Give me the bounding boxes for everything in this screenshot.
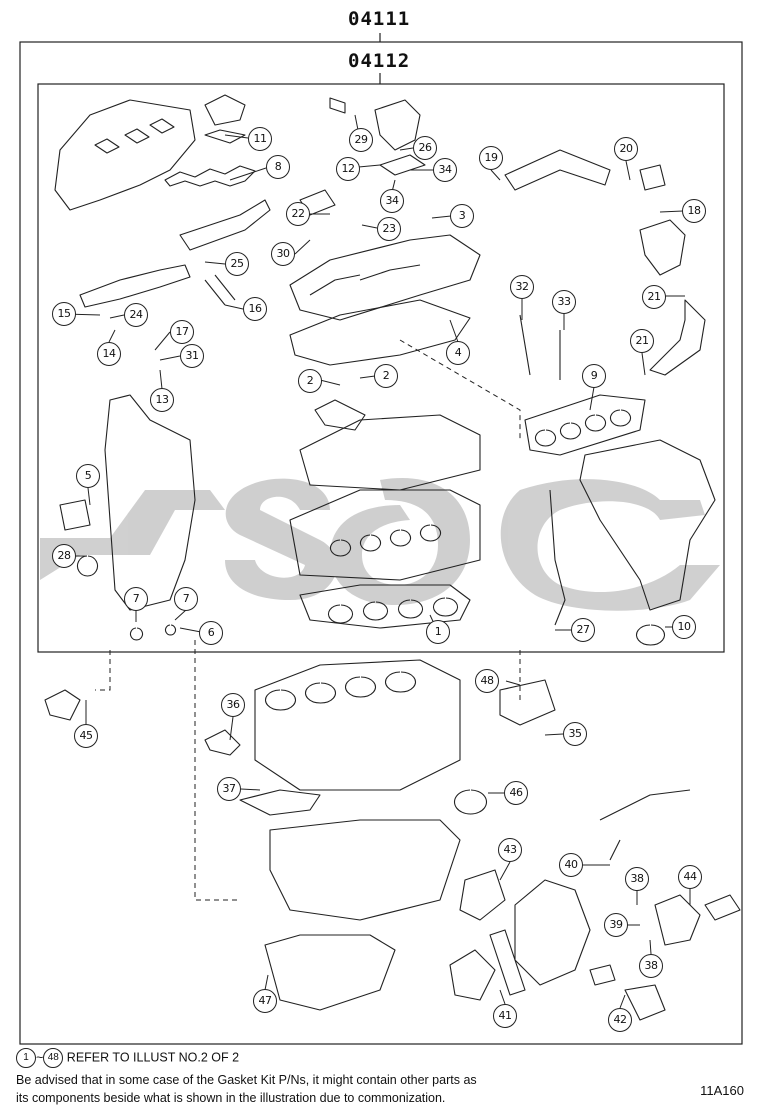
refer-note: 1~48 REFER TO ILLUST NO.2 OF 2	[16, 1048, 239, 1068]
range-start-callout: 1	[16, 1048, 36, 1068]
callout-43[interactable]: 43	[498, 838, 522, 862]
callout-36[interactable]: 36	[221, 693, 245, 717]
callout-21[interactable]: 21	[642, 285, 666, 309]
callout-38[interactable]: 38	[625, 867, 649, 891]
callout-22[interactable]: 22	[286, 202, 310, 226]
inner-kit-number: 04112	[348, 50, 411, 72]
callout-34[interactable]: 34	[433, 158, 457, 182]
callout-16[interactable]: 16	[243, 297, 267, 321]
callout-41[interactable]: 41	[493, 1004, 517, 1028]
callout-12[interactable]: 12	[336, 157, 360, 181]
callout-45[interactable]: 45	[74, 724, 98, 748]
callout-7[interactable]: 7	[124, 587, 148, 611]
dashed-reference-lines	[95, 339, 521, 901]
callout-13[interactable]: 13	[150, 388, 174, 412]
callout-2[interactable]: 2	[374, 364, 398, 388]
callout-26[interactable]: 26	[413, 136, 437, 160]
callout-39[interactable]: 39	[604, 913, 628, 937]
callout-25[interactable]: 25	[225, 252, 249, 276]
callout-1[interactable]: 1	[426, 620, 450, 644]
callout-35[interactable]: 35	[563, 722, 587, 746]
callout-37[interactable]: 37	[217, 777, 241, 801]
range-end-callout: 48	[43, 1048, 64, 1068]
callout-5[interactable]: 5	[76, 464, 100, 488]
callout-31[interactable]: 31	[180, 344, 204, 368]
callout-6[interactable]: 6	[199, 621, 223, 645]
callout-47[interactable]: 47	[253, 989, 277, 1013]
callout-38[interactable]: 38	[639, 954, 663, 978]
callout-9[interactable]: 9	[582, 364, 606, 388]
callout-4[interactable]: 4	[446, 341, 470, 365]
callout-24[interactable]: 24	[124, 303, 148, 327]
callout-27[interactable]: 27	[571, 618, 595, 642]
callout-46[interactable]: 46	[504, 781, 528, 805]
callout-42[interactable]: 42	[608, 1008, 632, 1032]
illustration-code: 11A160	[700, 1083, 744, 1098]
callout-40[interactable]: 40	[559, 853, 583, 877]
callout-19[interactable]: 19	[479, 146, 503, 170]
advice-line-2: its components beside what is shown in t…	[16, 1091, 446, 1105]
callout-30[interactable]: 30	[271, 242, 295, 266]
callout-7[interactable]: 7	[174, 587, 198, 611]
callout-20[interactable]: 20	[614, 137, 638, 161]
callout-48[interactable]: 48	[475, 669, 499, 693]
advice-line-1: Be advised that in some case of the Gask…	[16, 1073, 477, 1087]
callout-8[interactable]: 8	[266, 155, 290, 179]
callout-33[interactable]: 33	[552, 290, 576, 314]
diagram-frames	[19, 33, 743, 1045]
callout-14[interactable]: 14	[97, 342, 121, 366]
watermark-logo	[40, 478, 720, 611]
callout-11[interactable]: 11	[248, 127, 272, 151]
callout-15[interactable]: 15	[52, 302, 76, 326]
callout-10[interactable]: 10	[672, 615, 696, 639]
callout-29[interactable]: 29	[349, 128, 373, 152]
part-outlines	[44, 94, 741, 1021]
callout-21[interactable]: 21	[630, 329, 654, 353]
callout-17[interactable]: 17	[170, 320, 194, 344]
callout-2[interactable]: 2	[298, 369, 322, 393]
range-tilde: ~	[36, 1050, 44, 1065]
callout-18[interactable]: 18	[682, 199, 706, 223]
callout-23[interactable]: 23	[377, 217, 401, 241]
callout-44[interactable]: 44	[678, 865, 702, 889]
outer-kit-number: 04111	[348, 8, 411, 30]
callout-3[interactable]: 3	[450, 204, 474, 228]
callout-34[interactable]: 34	[380, 189, 404, 213]
callout-28[interactable]: 28	[52, 544, 76, 568]
leader-lines	[63, 114, 691, 1009]
refer-text: REFER TO ILLUST NO.2 OF 2	[66, 1050, 240, 1065]
callout-32[interactable]: 32	[510, 275, 534, 299]
